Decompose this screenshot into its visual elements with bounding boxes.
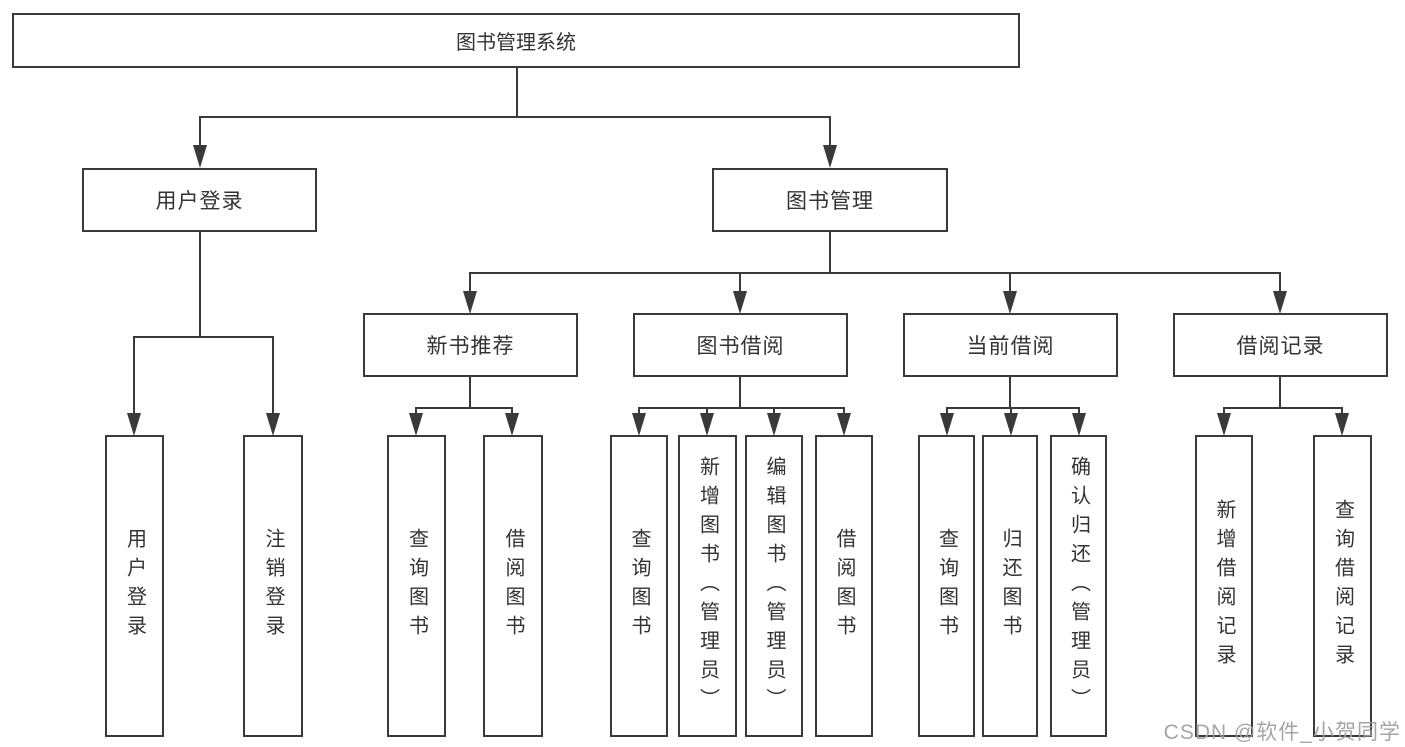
leaf-query-borrow-record: 查询借阅记录 xyxy=(1313,435,1372,737)
leaf-label: 用户登录 xyxy=(123,528,146,644)
leaf-add-books-admin: 新增图书（管理员） xyxy=(678,435,737,737)
leaf-label: 查询图书 xyxy=(628,528,650,644)
node-label: 图书管理系统 xyxy=(456,32,576,54)
leaf-label: 借阅图书 xyxy=(502,528,524,644)
csdn-watermark: CSDN @软件_小贺同学 xyxy=(1163,721,1401,744)
node-current-borrowing: 当前借阅 xyxy=(903,313,1118,377)
leaf-borrow-books: 借阅图书 xyxy=(815,435,873,737)
leaf-confirm-return-admin: 确认归还（管理员） xyxy=(1050,435,1107,737)
leaf-label: 编辑图书（管理员） xyxy=(763,455,785,717)
leaf-label: 归还图书 xyxy=(999,528,1021,644)
leaf-query-books-recommend: 查询图书 xyxy=(387,435,446,737)
node-label: 当前借阅 xyxy=(966,335,1055,358)
leaf-label: 注销登录 xyxy=(262,528,284,644)
node-label: 图书管理 xyxy=(786,190,874,213)
leaf-label: 查询图书 xyxy=(405,528,428,644)
leaf-label: 查询借阅记录 xyxy=(1331,499,1354,673)
leaf-label: 确认归还（管理员） xyxy=(1067,455,1090,717)
leaf-label: 借阅图书 xyxy=(833,528,855,644)
leaf-user-login: 用户登录 xyxy=(105,435,164,737)
node-label: 图书借阅 xyxy=(696,335,785,358)
leaf-label: 新增图书（管理员） xyxy=(696,455,719,717)
leaf-label: 新增借阅记录 xyxy=(1213,499,1235,673)
node-borrowing-records: 借阅记录 xyxy=(1173,313,1388,377)
node-user-login: 用户登录 xyxy=(82,168,317,232)
leaf-logout: 注销登录 xyxy=(243,435,303,737)
node-book-borrowing: 图书借阅 xyxy=(633,313,848,377)
node-label: 新书推荐 xyxy=(426,335,515,358)
node-library-management-system: 图书管理系统 xyxy=(12,13,1020,68)
leaf-return-books: 归还图书 xyxy=(982,435,1038,737)
node-label: 借阅记录 xyxy=(1236,335,1325,358)
leaf-query-books-borrow: 查询图书 xyxy=(610,435,668,737)
node-new-book-recommendation: 新书推荐 xyxy=(363,313,578,377)
leaf-edit-books-admin: 编辑图书（管理员） xyxy=(745,435,803,737)
leaf-query-books-current: 查询图书 xyxy=(918,435,975,737)
leaf-borrow-books-recommend: 借阅图书 xyxy=(483,435,543,737)
node-book-management: 图书管理 xyxy=(712,168,948,232)
node-label: 用户登录 xyxy=(155,190,244,213)
leaf-add-borrow-record: 新增借阅记录 xyxy=(1195,435,1253,737)
leaf-label: 查询图书 xyxy=(935,528,958,644)
